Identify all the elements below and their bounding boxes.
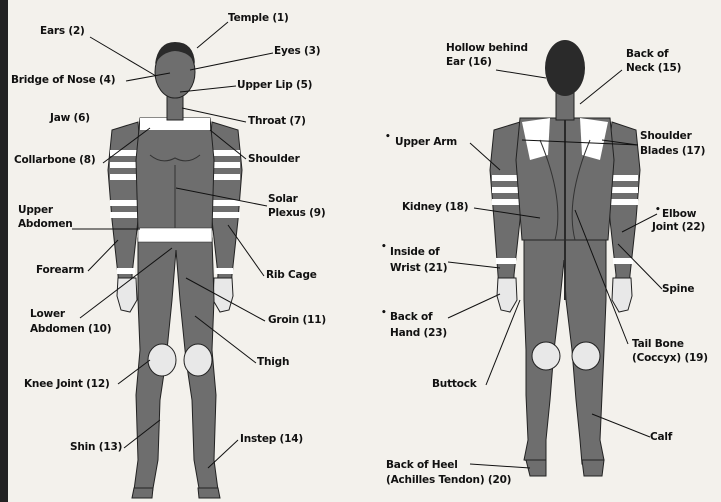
label-shin: Shin (13) (70, 441, 122, 453)
label-throat: Throat (7) (248, 115, 306, 127)
label-inside-of-wrist-line2: Wrist (21) (390, 262, 447, 274)
label-upper-arm: Upper Arm (395, 136, 457, 148)
label-kidney: Kidney (18) (402, 201, 468, 213)
label-temple: Temple (1) (228, 12, 289, 24)
label-back-of-heel-line2: (Achilles Tendon) (20) (386, 474, 511, 486)
front-waist-band (138, 228, 212, 242)
back-right-heel (582, 460, 604, 476)
label-knee-joint: Knee Joint (12) (24, 378, 110, 390)
label-thigh: Thigh (257, 356, 289, 368)
back-right-hand (612, 278, 632, 312)
label-eyes: Eyes (3) (274, 45, 320, 57)
label-elbow-joint-line1: Elbow (662, 208, 696, 220)
front-right-hand (213, 278, 233, 312)
label-bridge-of-nose: Bridge of Nose (4) (11, 74, 115, 86)
back-neck (556, 92, 574, 120)
label-solar-plexus-line2: Plexus (9) (268, 207, 325, 219)
front-left-hand (117, 278, 137, 312)
front-left-knee (148, 344, 176, 376)
label-rib-cage: Rib Cage (266, 269, 317, 281)
front-right-knee (184, 344, 212, 376)
label-tail-bone-line2: (Coccyx) (19) (632, 352, 708, 364)
back-left-hand (497, 278, 517, 312)
label-shoulder-blades-line2: Blades (17) (640, 145, 705, 157)
label-shoulder-blades-line1: Shoulder (640, 130, 692, 142)
label-upper-lip: Upper Lip (5) (237, 79, 312, 91)
back-right-knee (572, 342, 600, 370)
label-upper-abdomen-line2: Abdomen (18, 218, 73, 230)
label-hollow-behind-ear-line2: Ear (16) (446, 56, 492, 68)
elbow-asterisk: • (655, 205, 661, 215)
label-lower-abdomen-line1: Lower (30, 308, 65, 320)
upper-arm-asterisk: • (385, 132, 391, 142)
front-right-foot (198, 488, 220, 498)
label-lower-abdomen-line2: Abdomen (10) (30, 323, 111, 335)
label-calf: Calf (650, 431, 672, 443)
label-back-of-heel-line1: Back of Heel (386, 459, 458, 471)
hand-asterisk: • (381, 308, 387, 318)
label-instep: Instep (14) (240, 433, 303, 445)
back-left-knee (532, 342, 560, 370)
front-figure (108, 42, 242, 498)
label-tail-bone-line1: Tail Bone (632, 338, 684, 350)
label-back-of-neck-line1: Back of (626, 48, 668, 60)
label-back-of-hand-line1: Back of (390, 311, 432, 323)
label-spine: Spine (662, 283, 694, 295)
label-jaw: Jaw (6) (50, 112, 90, 124)
front-left-foot (132, 488, 153, 498)
back-head (545, 40, 585, 96)
label-buttock: Buttock (432, 378, 477, 390)
label-back-of-hand-line2: Hand (23) (390, 327, 447, 339)
label-solar-plexus-line1: Solar (268, 193, 298, 205)
wrist-asterisk: • (381, 242, 387, 252)
label-forearm: Forearm (36, 264, 84, 276)
label-elbow-joint-line2: Joint (22) (652, 221, 705, 233)
label-upper-abdomen-line1: Upper (18, 204, 53, 216)
label-back-of-neck-line2: Neck (15) (626, 62, 681, 74)
label-shoulder: Shoulder (248, 153, 300, 165)
back-figure (490, 40, 640, 476)
label-ears: Ears (2) (40, 25, 85, 37)
label-hollow-behind-ear-line1: Hollow behind (446, 42, 528, 54)
label-collarbone: Collarbone (8) (14, 154, 95, 166)
label-groin: Groin (11) (268, 314, 326, 326)
label-inside-of-wrist-line1: Inside of (390, 246, 440, 258)
